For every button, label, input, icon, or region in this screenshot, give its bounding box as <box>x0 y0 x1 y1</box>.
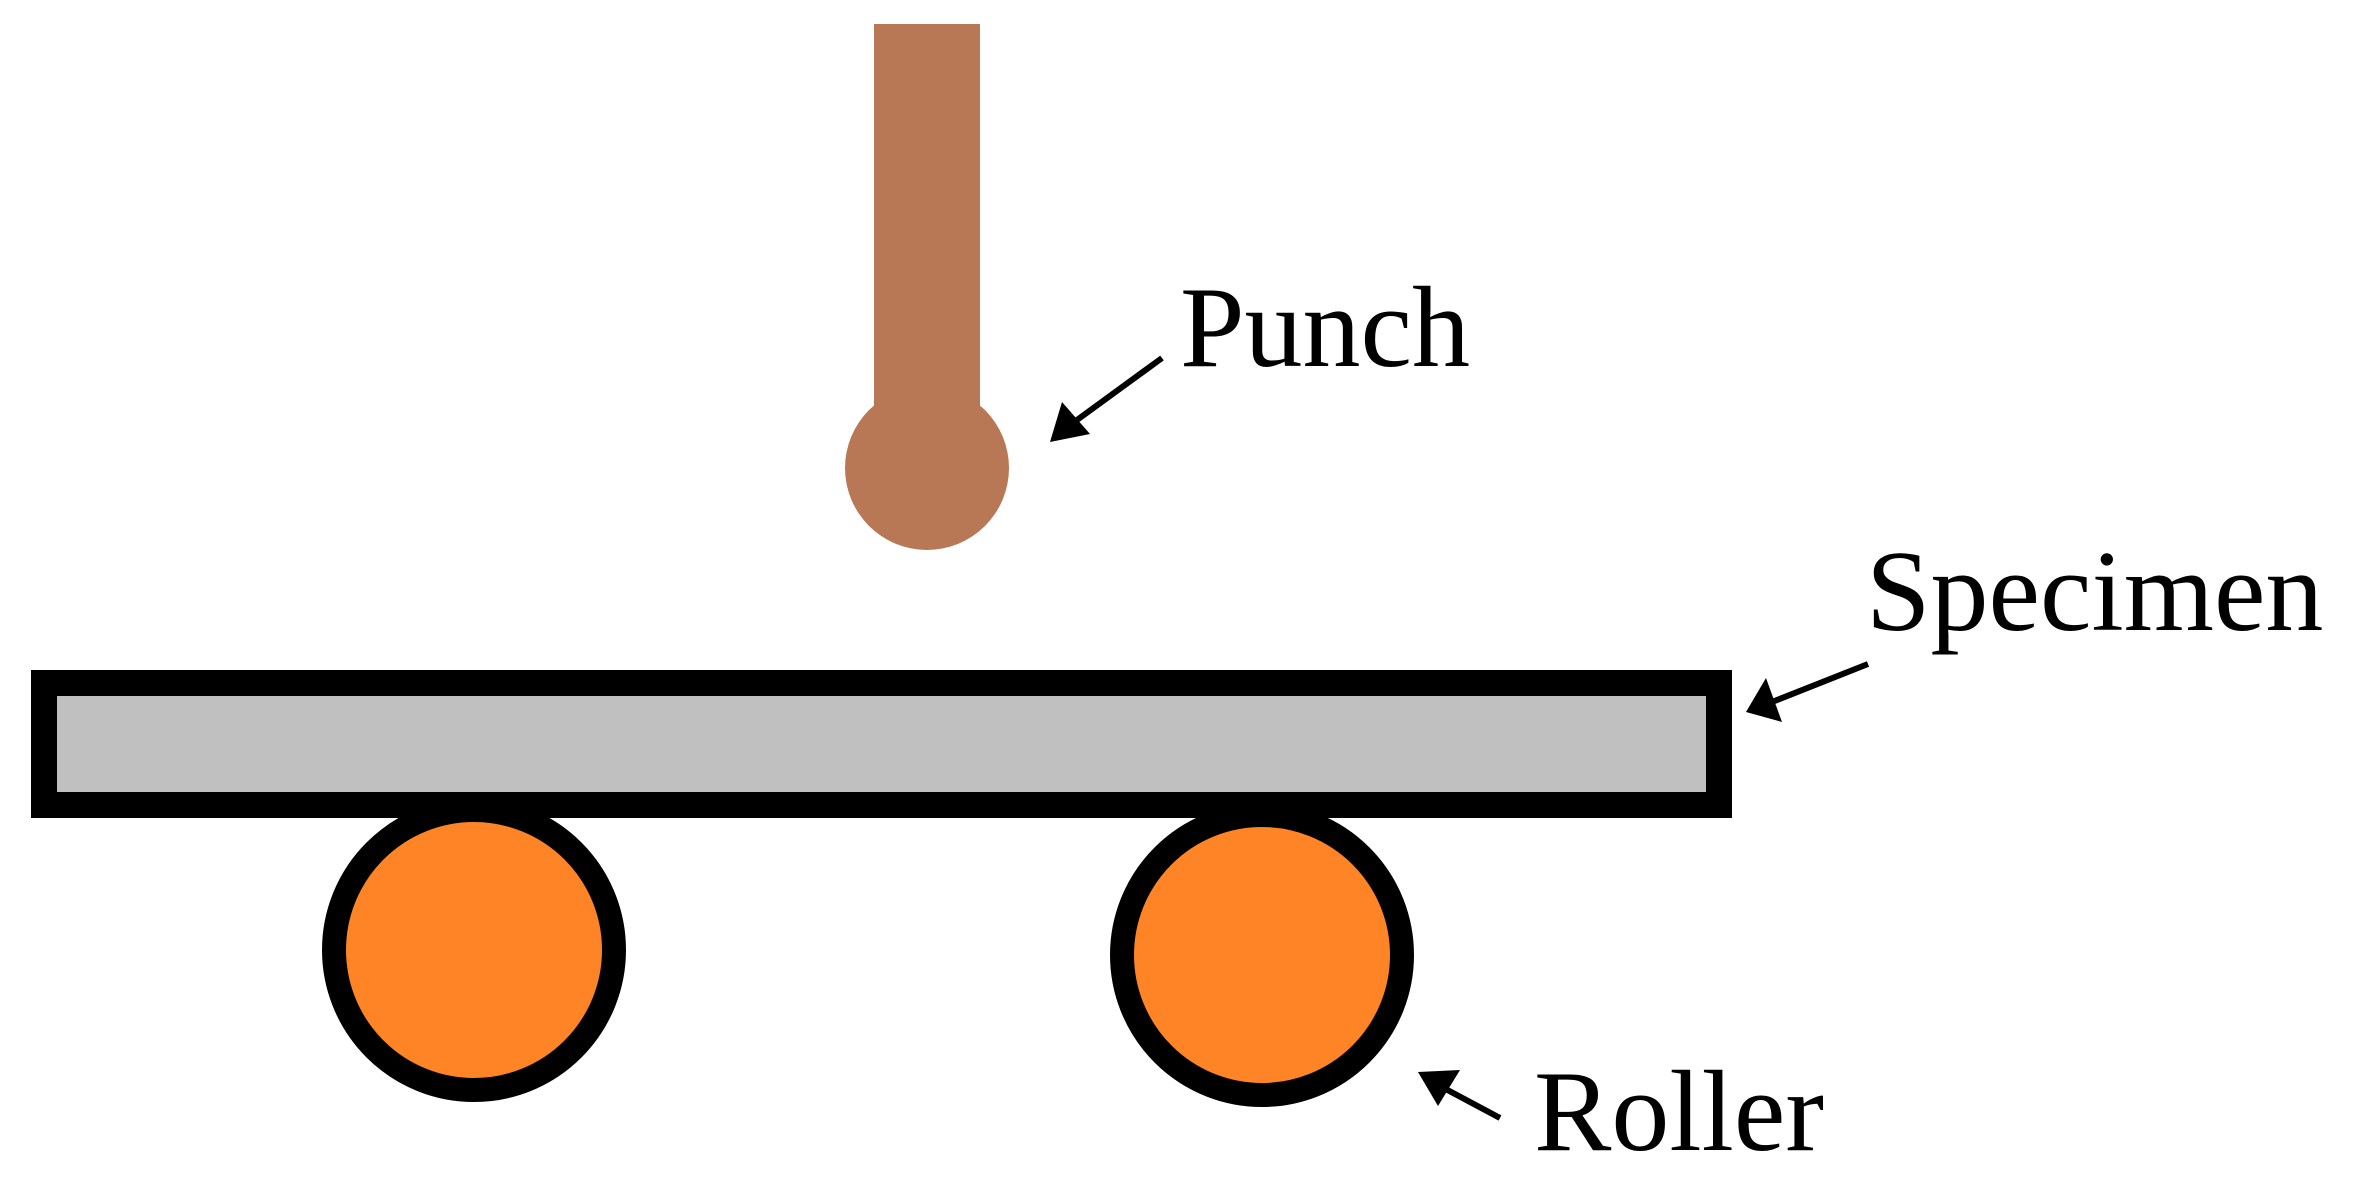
specimen-arrow <box>1746 661 1870 722</box>
roller-arrow <box>1418 1070 1502 1121</box>
punch <box>845 24 1009 550</box>
punch-arrow <box>1050 355 1164 442</box>
roller-left <box>322 798 626 1102</box>
specimen <box>31 670 1732 818</box>
punch-tip <box>845 386 1009 550</box>
punch-label: Punch <box>1180 264 1470 392</box>
roller-label: Roller <box>1534 1048 1824 1176</box>
roller-right <box>1110 803 1414 1107</box>
specimen-label: Specimen <box>1866 528 2323 656</box>
punch-shaft <box>874 24 980 444</box>
